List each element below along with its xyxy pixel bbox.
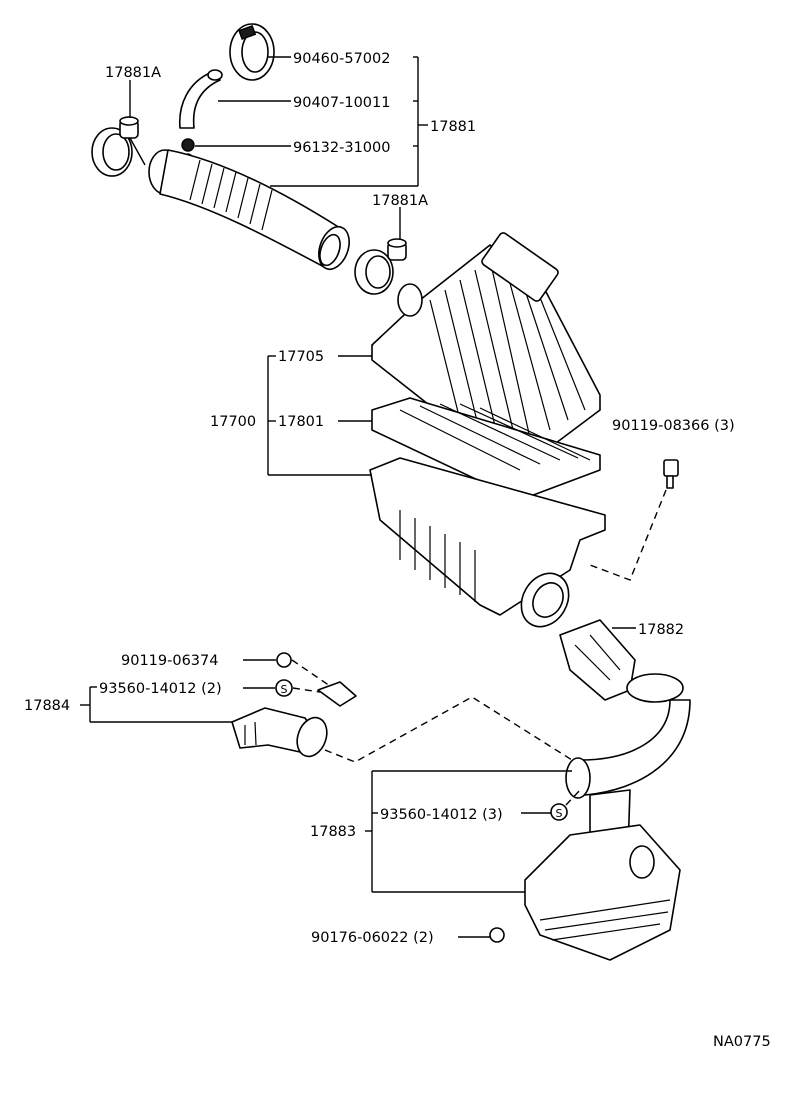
hose-clamp-top (229, 23, 275, 81)
seal-marker-a-label: S (281, 683, 288, 696)
air-cleaner-case (369, 457, 606, 628)
callout-17883: 17883 (310, 824, 356, 840)
bracket-17884 (317, 681, 357, 707)
callout-93560-14012-2: 93560-14012 (2) (99, 681, 222, 697)
callout-90460-57002: 90460-57002 (293, 51, 391, 67)
hose-clamp-middle (354, 238, 407, 295)
callout-17881a-top: 17881A (105, 65, 161, 81)
callout-96132-31000: 96132-31000 (293, 140, 391, 156)
hose-clamp-left (91, 116, 146, 177)
breather-hose (178, 69, 223, 129)
leader-lines (80, 56, 667, 938)
intake-hose (148, 149, 350, 271)
air-duct-17884 (231, 707, 328, 758)
callout-17881: 17881 (430, 119, 476, 135)
bolt-90119-08366 (663, 459, 679, 489)
seal-marker-b-label: S (556, 807, 563, 820)
callout-90119-06374: 90119-06374 (121, 653, 219, 669)
callout-17705: 17705 (278, 349, 324, 365)
bolt-90176-06022 (489, 927, 505, 943)
air-connector-17882 (559, 619, 636, 701)
seal-marker-b: S (550, 803, 568, 821)
callout-93560-14012-3: 93560-14012 (3) (380, 807, 503, 823)
intake-duct-17883 (565, 673, 691, 861)
callout-17884: 17884 (24, 698, 70, 714)
air-cleaner-cap (371, 232, 601, 456)
callout-90176-06022: 90176-06022 (2) (311, 930, 434, 946)
callout-90407-10011: 90407-10011 (293, 95, 391, 111)
callout-17881a-middle: 17881A (372, 193, 428, 209)
diagram-id: NA0775 (713, 1034, 771, 1050)
callout-17882: 17882 (638, 622, 684, 638)
resonator-box (524, 824, 681, 961)
seal-marker-a: S (275, 679, 293, 697)
callout-90119-08366: 90119-08366 (3) (612, 418, 735, 434)
bolt-90119-06374 (276, 652, 292, 668)
air-filter-element (371, 397, 601, 501)
callout-17801: 17801 (278, 414, 324, 430)
callout-17700: 17700 (210, 414, 256, 430)
